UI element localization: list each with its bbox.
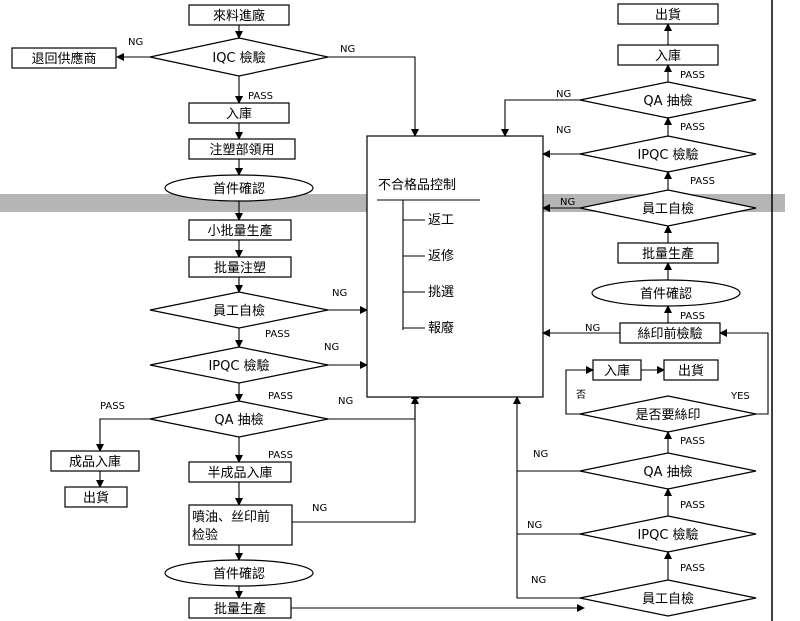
qa-top-decision: QA 抽檢 <box>643 93 692 109</box>
pass-label: PASS <box>265 329 290 340</box>
incoming-box: 來料進廠 <box>213 8 265 24</box>
pass-label: PASS <box>680 436 705 447</box>
ipqc-top-decision: IPQC 檢驗 <box>637 147 698 163</box>
yes-label: YES <box>730 391 750 402</box>
pre-print-inspection-box: 絲印前檢驗 <box>637 326 702 342</box>
pass-label: PASS <box>680 122 705 133</box>
batch-prod-right-box: 批量生產 <box>642 246 694 262</box>
ng-label: NG <box>585 323 600 334</box>
ng-label: NG <box>527 520 542 531</box>
sort-item: 挑選 <box>428 285 454 300</box>
spray-inspection-line1: 噴油、丝印前 <box>192 509 270 525</box>
iqc-decision: IQC 檢驗 <box>212 50 265 66</box>
ng-label: NG <box>128 37 143 48</box>
qa-decision: QA 抽檢 <box>214 412 263 428</box>
ship-top-box: 出貨 <box>655 7 681 23</box>
ng-label: NG <box>324 342 339 353</box>
self-check-decision: 員工自檢 <box>213 303 265 319</box>
stock-top-box: 入庫 <box>655 49 681 64</box>
repair-item: 返修 <box>428 249 454 264</box>
pass-label: PASS <box>680 311 705 322</box>
ship-box-right: 出貨 <box>678 363 704 379</box>
need-print-decision: 是否要絲印 <box>635 408 700 423</box>
pass-label: PASS <box>680 500 705 511</box>
return-supplier-box: 退回供應商 <box>31 51 96 67</box>
scrap-item: 報廢 <box>428 321 454 336</box>
ship-box: 出貨 <box>83 490 109 506</box>
batch-prod-box-left: 批量生產 <box>214 601 266 617</box>
spray-inspection-line2: 检验 <box>192 527 218 543</box>
ng-label: NG <box>531 575 546 586</box>
batch-molding-box: 批量注塑 <box>214 261 266 276</box>
molding-dept-box: 注塑部領用 <box>209 142 274 158</box>
stock-in-box: 入庫 <box>226 107 252 122</box>
semi-stock-box: 半成品入庫 <box>207 466 272 481</box>
stock-box: 入庫 <box>604 364 630 379</box>
pass-label: PASS <box>248 91 273 102</box>
ipqc-decision: IPQC 檢驗 <box>208 358 269 374</box>
first-confirm-oval-2: 首件確認 <box>213 566 265 582</box>
nonconforming-title: 不合格品控制 <box>378 177 456 193</box>
self-check-bottom-decision: 員工自檢 <box>642 591 694 607</box>
ng-label: NG <box>556 89 571 100</box>
ng-label: NG <box>340 44 355 55</box>
rework-item: 返工 <box>428 213 454 228</box>
ng-label: NG <box>556 125 571 136</box>
qa-bottom-decision: QA 抽檢 <box>643 464 692 480</box>
ng-label: NG <box>312 503 327 514</box>
finished-stock-box: 成品入庫 <box>69 455 121 470</box>
ng-label: NG <box>332 288 347 299</box>
pass-label: PASS <box>690 176 715 187</box>
small-batch-box: 小批量生產 <box>207 223 272 239</box>
first-confirm-right-oval: 首件確認 <box>640 286 692 302</box>
no-label: 否 <box>576 389 586 401</box>
pass-label: PASS <box>680 70 705 81</box>
pass-label: PASS <box>680 563 705 574</box>
pass-label: PASS <box>268 391 293 402</box>
self-check-top-decision: 員工自檢 <box>642 201 694 217</box>
ng-label: NG <box>560 197 575 208</box>
pass-label: PASS <box>268 450 293 461</box>
ipqc-bottom-decision: IPQC 檢驗 <box>637 527 698 543</box>
pass-label: PASS <box>100 401 125 412</box>
ng-label: NG <box>338 396 353 407</box>
ng-label: NG <box>533 449 548 460</box>
first-confirm-oval: 首件確認 <box>213 181 265 197</box>
